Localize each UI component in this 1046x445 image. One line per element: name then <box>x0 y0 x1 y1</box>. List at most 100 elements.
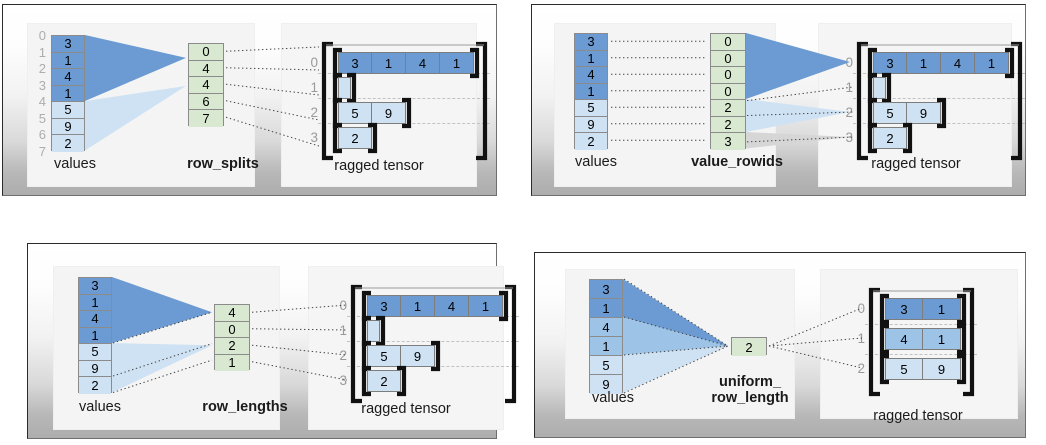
ragged-row: 2 <box>338 127 372 149</box>
value-cell: 1 <box>79 327 111 344</box>
values-index-label: 5 <box>38 110 46 126</box>
ragged-row-index: 0 <box>857 301 865 316</box>
ragged-row-index: 3 <box>339 373 347 388</box>
value-cell: 4 <box>79 311 111 328</box>
ragged-row-index: 1 <box>857 331 865 346</box>
values-index-label: 1 <box>38 44 46 60</box>
encoding-cell: 2 <box>215 338 249 355</box>
value-cell: 4 <box>52 69 84 86</box>
ragged-cell: 5 <box>367 345 401 367</box>
ragged-outer-bracket <box>856 41 1023 161</box>
ragged-outer-bracket <box>350 284 517 404</box>
value-cell: 9 <box>575 116 607 133</box>
values-caption: values <box>575 154 617 170</box>
value-cell: 5 <box>52 102 84 119</box>
ragged-cell: 1 <box>975 52 1009 74</box>
encoding-cell: 7 <box>189 110 223 127</box>
ragged-cell: 1 <box>923 328 961 350</box>
value-cell: 1 <box>79 294 111 311</box>
value-cell: 1 <box>590 337 622 356</box>
ragged-caption: ragged tensor <box>334 158 424 174</box>
ragged-row-index: 2 <box>310 105 318 120</box>
ragged-cell: 5 <box>885 358 923 380</box>
ragged-cell: 5 <box>338 102 372 124</box>
encoding-cell: 0 <box>711 83 745 100</box>
encoding-cell: 0 <box>215 321 249 338</box>
value-cell: 9 <box>79 360 111 377</box>
encoding-cell: 0 <box>711 50 745 67</box>
ragged-row-index: 1 <box>310 80 318 95</box>
ragged-cell: 1 <box>372 52 406 74</box>
ragged-row-bracket <box>332 122 378 154</box>
encoding-column-uniform-row-length: 2 <box>731 337 767 356</box>
encoding-cell: 4 <box>189 77 223 94</box>
encoding-cell: 4 <box>215 305 249 322</box>
ragged-cell: 9 <box>372 102 406 124</box>
encoding-cell: 3 <box>711 133 745 150</box>
ragged-cell: 3 <box>338 52 372 74</box>
ragged-row-separator <box>865 324 977 325</box>
ragged-row-index: 3 <box>310 130 318 145</box>
ragged-caption: ragged tensor <box>873 408 963 424</box>
value-cell: 1 <box>52 85 84 102</box>
ragged-row <box>367 320 380 342</box>
value-cell: 1 <box>575 83 607 100</box>
ragged-cell: 9 <box>401 345 435 367</box>
ragged-cell-empty <box>873 77 886 99</box>
value-cell: 9 <box>52 118 84 135</box>
ragged-row-bracket <box>361 365 407 397</box>
values-caption: values <box>79 399 121 415</box>
encoding-cell: 4 <box>189 60 223 77</box>
ragged-row-index: 0 <box>845 55 853 70</box>
ragged-row-separator <box>865 354 977 355</box>
ragged-row <box>338 77 351 99</box>
ragged-row-bracket <box>867 122 913 154</box>
ragged-row-bracket <box>879 323 967 355</box>
encoding-cell: 2 <box>732 338 766 356</box>
value-cell: 2 <box>79 377 111 394</box>
ragged-cell: 1 <box>469 295 503 317</box>
value-cell: 5 <box>590 356 622 375</box>
encoding-caption-row-lengths: row_lengths <box>202 399 288 415</box>
value-cell: 3 <box>575 34 607 51</box>
ragged-caption: ragged tensor <box>361 401 451 417</box>
ragged-cell: 4 <box>941 52 975 74</box>
value-cell: 3 <box>52 36 84 53</box>
ragged-cell: 4 <box>435 295 469 317</box>
ragged-row-index: 1 <box>845 80 853 95</box>
ragged-cell: 9 <box>907 102 941 124</box>
ragged-cell: 3 <box>885 298 923 320</box>
ragged-row-index: 0 <box>339 298 347 313</box>
ragged-cell: 4 <box>885 328 923 350</box>
ragged-row: 2 <box>367 370 401 392</box>
values-index-label: 4 <box>38 94 46 109</box>
ragged-row-index: 1 <box>339 323 347 338</box>
ragged-outer-bracket <box>868 287 975 397</box>
value-cell: 9 <box>590 375 622 394</box>
ragged-row-bracket <box>879 353 967 385</box>
value-cell: 1 <box>52 52 84 69</box>
value-cell: 4 <box>590 318 622 337</box>
value-cell: 4 <box>575 67 607 84</box>
